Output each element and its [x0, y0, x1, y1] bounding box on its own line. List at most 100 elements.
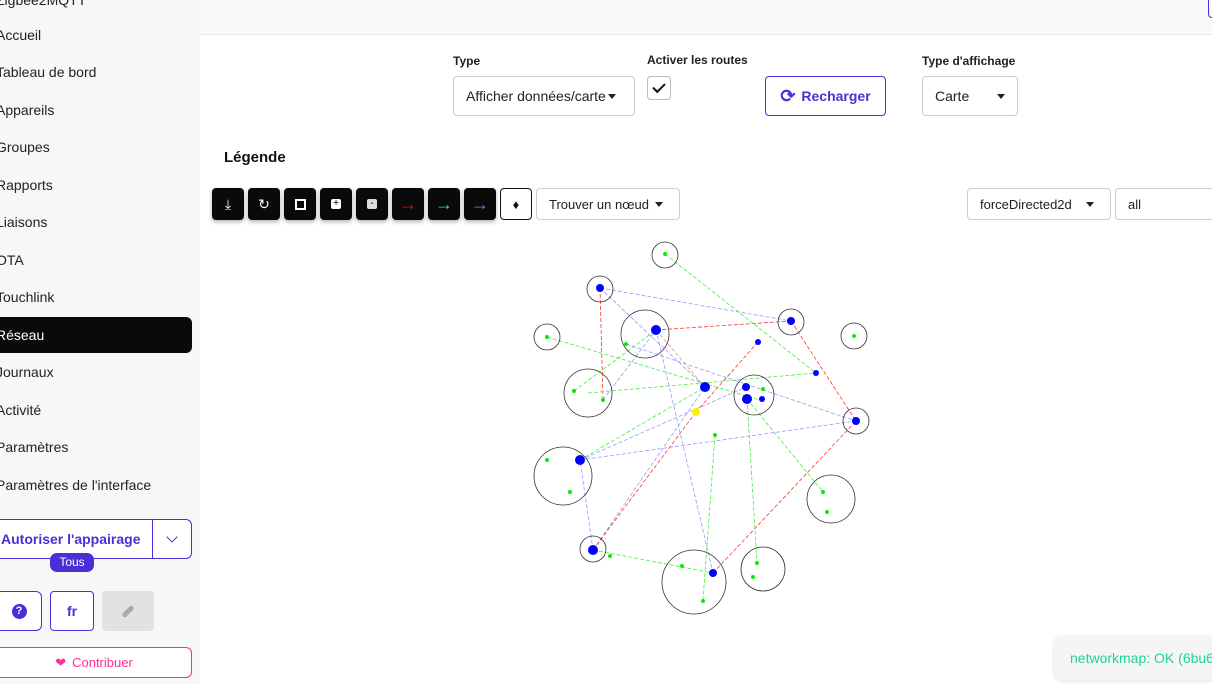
shapes-icon: ♦ — [512, 196, 520, 212]
sidebar-item-bindings[interactable]: Liaisons — [0, 214, 48, 230]
find-node-select[interactable]: Trouver un nœud — [536, 188, 680, 220]
graph-link — [746, 398, 758, 564]
end-device-node[interactable] — [852, 334, 856, 338]
sidebar-item-ui-settings[interactable]: Paramètres de l'interface — [0, 477, 152, 493]
layout-select[interactable]: forceDirected2d — [967, 188, 1111, 220]
end-device-node[interactable] — [821, 490, 825, 494]
filter-select[interactable]: all — [1115, 188, 1212, 220]
graph-link — [655, 329, 714, 574]
end-device-node[interactable] — [568, 490, 572, 494]
brand[interactable]: Zigbee2MQTT — [0, 0, 87, 8]
zoom-out-button[interactable]: - — [356, 188, 388, 220]
top-bar — [200, 0, 1212, 35]
permit-join-dropdown[interactable] — [152, 519, 192, 559]
router-node[interactable] — [742, 383, 750, 391]
red-links-toggle[interactable]: → — [392, 188, 424, 220]
end-device-node[interactable] — [572, 389, 576, 393]
graph-link — [599, 287, 706, 388]
node-group-outline — [586, 275, 614, 303]
sidebar-item-network[interactable]: Réseau — [0, 317, 192, 353]
download-button[interactable]: ⤓ — [212, 188, 244, 220]
refresh-icon: ⟳ — [780, 85, 796, 106]
end-device-node[interactable] — [761, 387, 765, 391]
question-icon: ? — [11, 603, 27, 619]
router-node[interactable] — [813, 370, 819, 376]
reload-button[interactable]: ⟳Recharger — [765, 76, 886, 116]
help-button[interactable]: ? — [0, 591, 42, 631]
end-device-node[interactable] — [545, 458, 549, 462]
download-icon: ⤓ — [224, 195, 232, 212]
node-group-outline — [740, 546, 786, 592]
contribute-label: Contribuer — [72, 655, 133, 670]
node-group-outline — [661, 549, 727, 615]
contribute-button[interactable]: ❤ Contribuer — [0, 647, 192, 678]
router-node[interactable] — [596, 284, 604, 292]
sidebar-item-ota[interactable]: OTA — [0, 252, 24, 268]
router-node[interactable] — [588, 545, 598, 555]
sidebar-item-reports[interactable]: Rapports — [0, 177, 53, 193]
router-node[interactable] — [575, 455, 585, 465]
end-device-node[interactable] — [751, 575, 755, 579]
type-select[interactable]: Afficher données/carte — [453, 76, 635, 116]
sidebar-item-activity[interactable]: Activité — [0, 402, 42, 418]
end-device-node[interactable] — [755, 561, 759, 565]
end-device-node[interactable] — [601, 398, 605, 402]
green-links-toggle[interactable]: → — [428, 188, 460, 220]
coordinator-node[interactable] — [692, 408, 700, 416]
arrow-right-icon: → — [399, 193, 417, 214]
router-node[interactable] — [852, 417, 860, 425]
language-button[interactable]: fr — [50, 591, 94, 631]
sidebar-item-logs[interactable]: Journaux — [0, 364, 54, 380]
router-node[interactable] — [709, 569, 717, 577]
shapes-toggle[interactable]: ♦ — [500, 188, 532, 220]
filter-value: all — [1128, 196, 1142, 212]
graph-link — [573, 329, 657, 392]
end-device-node[interactable] — [608, 554, 612, 558]
permit-join-button[interactable]: Autoriser l'appairage — [0, 519, 153, 559]
display-type-value: Carte — [935, 88, 970, 104]
node-group-outline — [579, 535, 607, 563]
topbar-button-edge[interactable] — [1208, 0, 1212, 18]
sidebar-item-dashboard[interactable]: Tableau de bord — [0, 64, 97, 80]
sidebar-item-touchlink[interactable]: Touchlink — [0, 289, 55, 305]
end-device-node[interactable] — [825, 510, 829, 514]
graph-link — [695, 341, 759, 413]
graph-link — [655, 320, 792, 331]
display-type-select[interactable]: Carte — [922, 76, 1018, 116]
heart-icon: ❤ — [55, 654, 67, 670]
end-device-node[interactable] — [713, 433, 717, 437]
graph-link — [579, 386, 747, 461]
arrow-right-icon: → — [471, 193, 489, 214]
router-node[interactable] — [787, 317, 795, 325]
end-device-node[interactable] — [680, 564, 684, 568]
zoom-in-button[interactable]: + — [320, 188, 352, 220]
graph-link — [655, 329, 706, 388]
router-node[interactable] — [742, 394, 752, 404]
graph-link — [664, 253, 817, 374]
router-node[interactable] — [759, 396, 765, 402]
sidebar-item-home[interactable]: Accueil — [0, 27, 42, 43]
sidebar-item-devices[interactable]: Appareils — [0, 102, 55, 118]
fit-view-button[interactable] — [284, 188, 316, 220]
router-node[interactable] — [651, 325, 661, 335]
node-group-outline — [806, 474, 856, 524]
router-node[interactable] — [700, 382, 710, 392]
router-node[interactable] — [755, 339, 761, 345]
end-device-node[interactable] — [624, 342, 628, 346]
end-device-node[interactable] — [701, 599, 705, 603]
legend-heading[interactable]: Légende — [224, 149, 286, 166]
display-type-label: Type d'affichage — [922, 54, 1016, 68]
blue-links-toggle[interactable]: → — [464, 188, 496, 220]
graph-link — [746, 398, 824, 493]
refresh-layout-button[interactable]: ↻ — [248, 188, 280, 220]
sidebar-item-groups[interactable]: Groupes — [0, 139, 50, 155]
theme-button[interactable] — [102, 591, 154, 631]
sidebar-item-settings[interactable]: Paramètres — [0, 439, 69, 455]
type-value: Afficher données/carte — [466, 88, 606, 104]
graph-link — [592, 411, 697, 551]
end-device-node[interactable] — [545, 335, 549, 339]
plus-square-icon: + — [331, 199, 341, 209]
routes-checkbox[interactable] — [647, 76, 671, 100]
end-device-node[interactable] — [663, 252, 667, 256]
